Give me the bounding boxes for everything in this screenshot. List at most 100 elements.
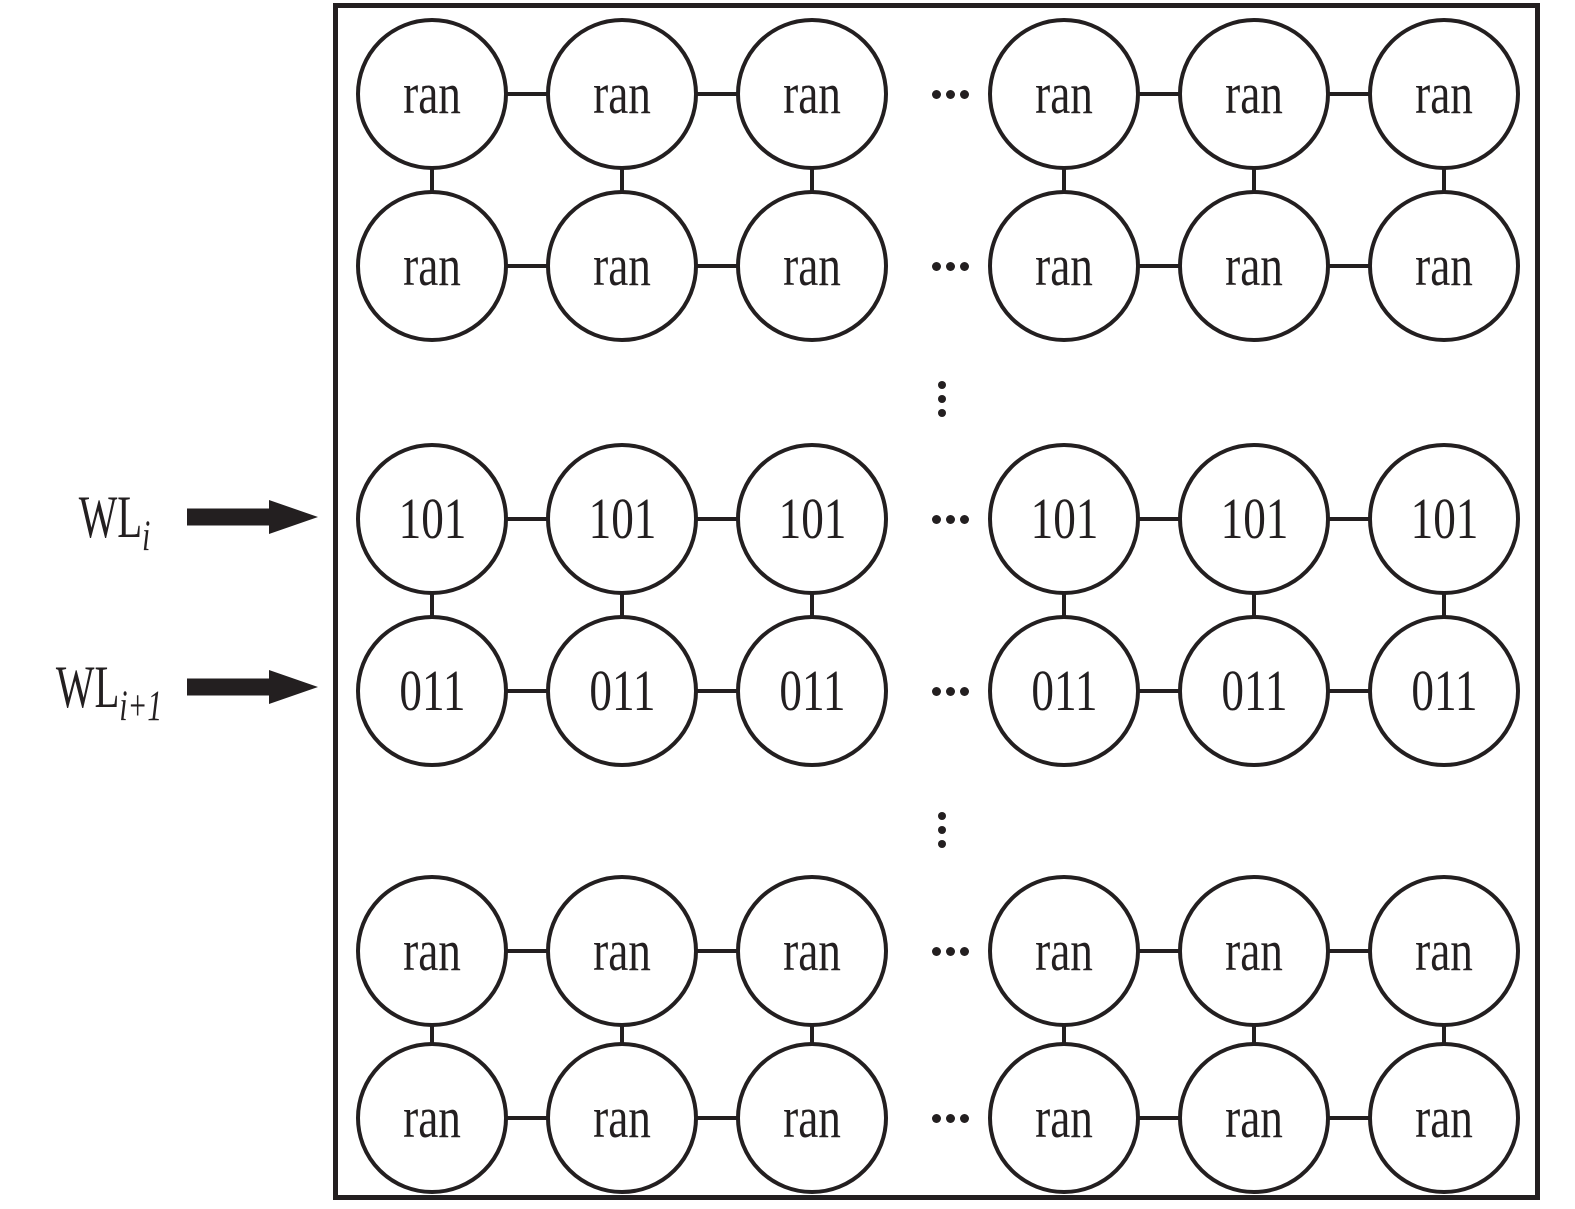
cell-link-vertical (1442, 1026, 1446, 1043)
ellipsis-dot (959, 261, 969, 271)
memory-cell: 101 (1178, 443, 1330, 595)
memory-cell-value: ran (783, 233, 841, 298)
cell-link-horizontal (507, 517, 547, 521)
memory-cell-value: 101 (398, 486, 466, 551)
memory-cell-value: ran (1035, 918, 1093, 983)
memory-cell: ran (1368, 190, 1520, 342)
memory-cell-value: ran (403, 61, 461, 126)
wordline-label-text: WLi+1 (55, 654, 162, 728)
thick-right-arrow-icon (187, 500, 318, 534)
cell-link-vertical (810, 594, 814, 616)
cell-link-horizontal (1329, 264, 1369, 268)
ellipsis-dot (938, 812, 946, 820)
cell-link-vertical (430, 1026, 434, 1043)
ellipsis-dot (959, 89, 969, 99)
memory-array-border (333, 3, 1540, 1200)
cell-link-horizontal (697, 1116, 737, 1120)
memory-cell: ran (988, 875, 1140, 1027)
memory-cell: ran (1178, 190, 1330, 342)
memory-cell-value: ran (403, 1085, 461, 1150)
cell-link-horizontal (507, 689, 547, 693)
cell-link-vertical (1252, 169, 1256, 191)
memory-cell: ran (736, 18, 888, 170)
memory-cell: ran (546, 1042, 698, 1194)
memory-cell-value: ran (403, 918, 461, 983)
cell-link-horizontal (697, 92, 737, 96)
memory-cell: ran (356, 190, 508, 342)
memory-cell-value: ran (1225, 233, 1283, 298)
memory-cell: ran (1178, 1042, 1330, 1194)
cell-link-vertical (620, 169, 624, 191)
memory-cell-value: ran (593, 918, 651, 983)
cell-link-horizontal (1139, 92, 1179, 96)
cell-link-vertical (1442, 169, 1446, 191)
ellipsis-dot (959, 514, 969, 524)
h-ellipsis-icon (931, 686, 969, 696)
cell-link-vertical (1252, 594, 1256, 616)
wordline-subscript: i (141, 513, 150, 560)
cell-link-vertical (1442, 594, 1446, 616)
ellipsis-dot (945, 89, 955, 99)
memory-cell: 101 (356, 443, 508, 595)
wordline-label-text: WLi (78, 484, 150, 558)
memory-cell-value: 011 (778, 658, 846, 723)
memory-cell: 101 (1368, 443, 1520, 595)
memory-cell: ran (988, 190, 1140, 342)
memory-cell: ran (356, 18, 508, 170)
ellipsis-dot (945, 514, 955, 524)
cell-link-horizontal (507, 1116, 547, 1120)
ellipsis-dot (931, 686, 941, 696)
memory-cell: ran (1178, 875, 1330, 1027)
wordline-base: WL (55, 654, 120, 720)
h-ellipsis-icon (931, 946, 969, 956)
memory-cell-value: ran (1035, 1085, 1093, 1150)
h-ellipsis-icon (931, 89, 969, 99)
ellipsis-dot (945, 1113, 955, 1123)
cell-link-vertical (1062, 594, 1066, 616)
ellipsis-dot (938, 826, 946, 834)
ellipsis-dot (959, 686, 969, 696)
cell-link-horizontal (1139, 264, 1179, 268)
memory-cell: ran (1368, 875, 1520, 1027)
memory-cell: 101 (546, 443, 698, 595)
memory-cell-value: ran (783, 1085, 841, 1150)
memory-cell-value: 101 (778, 486, 846, 551)
cell-link-horizontal (697, 264, 737, 268)
cell-link-vertical (1062, 1026, 1066, 1043)
wordline-label-i: WLi (0, 477, 150, 558)
memory-cell: 011 (736, 615, 888, 767)
cell-link-horizontal (1139, 1116, 1179, 1120)
memory-cell: 011 (356, 615, 508, 767)
cell-link-vertical (430, 169, 434, 191)
memory-cell: ran (546, 190, 698, 342)
memory-cell-value: ran (1035, 233, 1093, 298)
cell-link-horizontal (1139, 517, 1179, 521)
memory-cell-value: ran (1225, 1085, 1283, 1150)
cell-link-horizontal (1329, 92, 1369, 96)
ellipsis-dot (938, 381, 946, 389)
memory-cell-value: 011 (1220, 658, 1288, 723)
cell-link-horizontal (697, 517, 737, 521)
memory-cell-value: ran (783, 918, 841, 983)
ellipsis-dot (938, 409, 946, 417)
memory-cell: ran (736, 190, 888, 342)
ellipsis-dot (959, 1113, 969, 1123)
memory-cell-value: ran (1415, 1085, 1473, 1150)
memory-cell-value: ran (1415, 233, 1473, 298)
h-ellipsis-icon (931, 514, 969, 524)
ellipsis-dot (931, 1113, 941, 1123)
memory-cell-value: 101 (1410, 486, 1478, 551)
memory-cell-value: ran (1035, 61, 1093, 126)
memory-cell-value: ran (593, 233, 651, 298)
wordline-base: WL (78, 484, 142, 550)
cell-link-horizontal (697, 689, 737, 693)
ellipsis-dot (945, 946, 955, 956)
memory-cell-value: 011 (1410, 658, 1478, 723)
memory-cell-value: 101 (588, 486, 656, 551)
h-ellipsis-icon (931, 261, 969, 271)
cell-link-horizontal (507, 264, 547, 268)
memory-cell-value: ran (1415, 61, 1473, 126)
memory-cell: ran (1368, 1042, 1520, 1194)
ellipsis-dot (931, 514, 941, 524)
cell-link-vertical (430, 594, 434, 616)
